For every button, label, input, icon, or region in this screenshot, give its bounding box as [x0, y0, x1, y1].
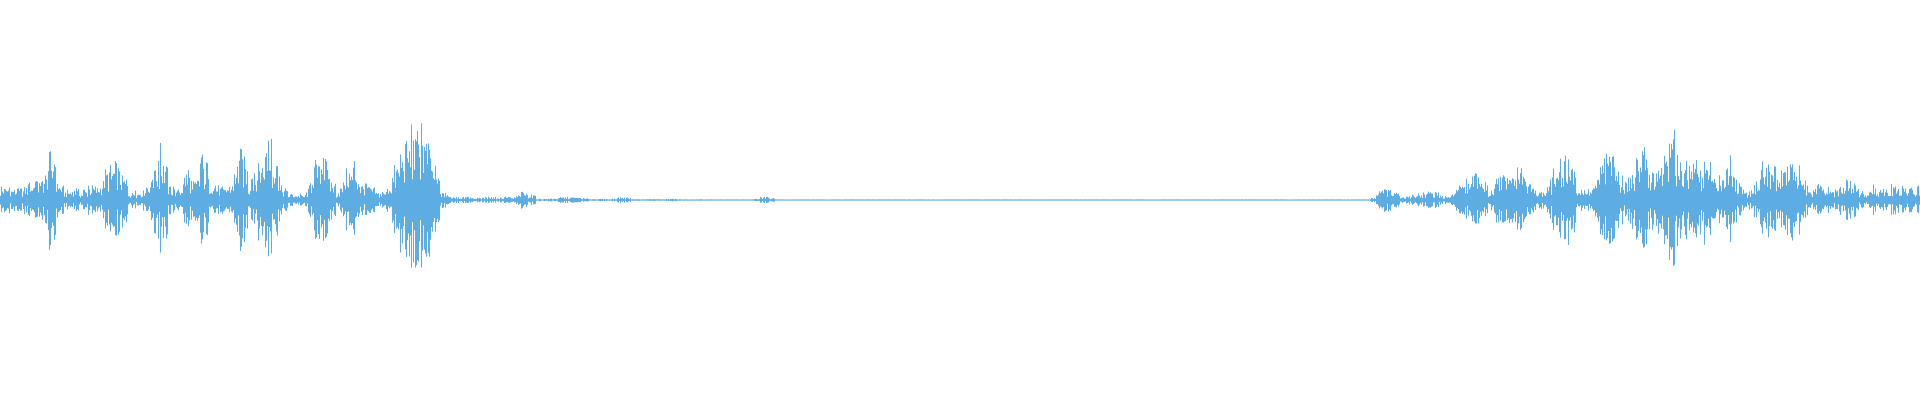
waveform-samples: [0, 123, 1920, 268]
